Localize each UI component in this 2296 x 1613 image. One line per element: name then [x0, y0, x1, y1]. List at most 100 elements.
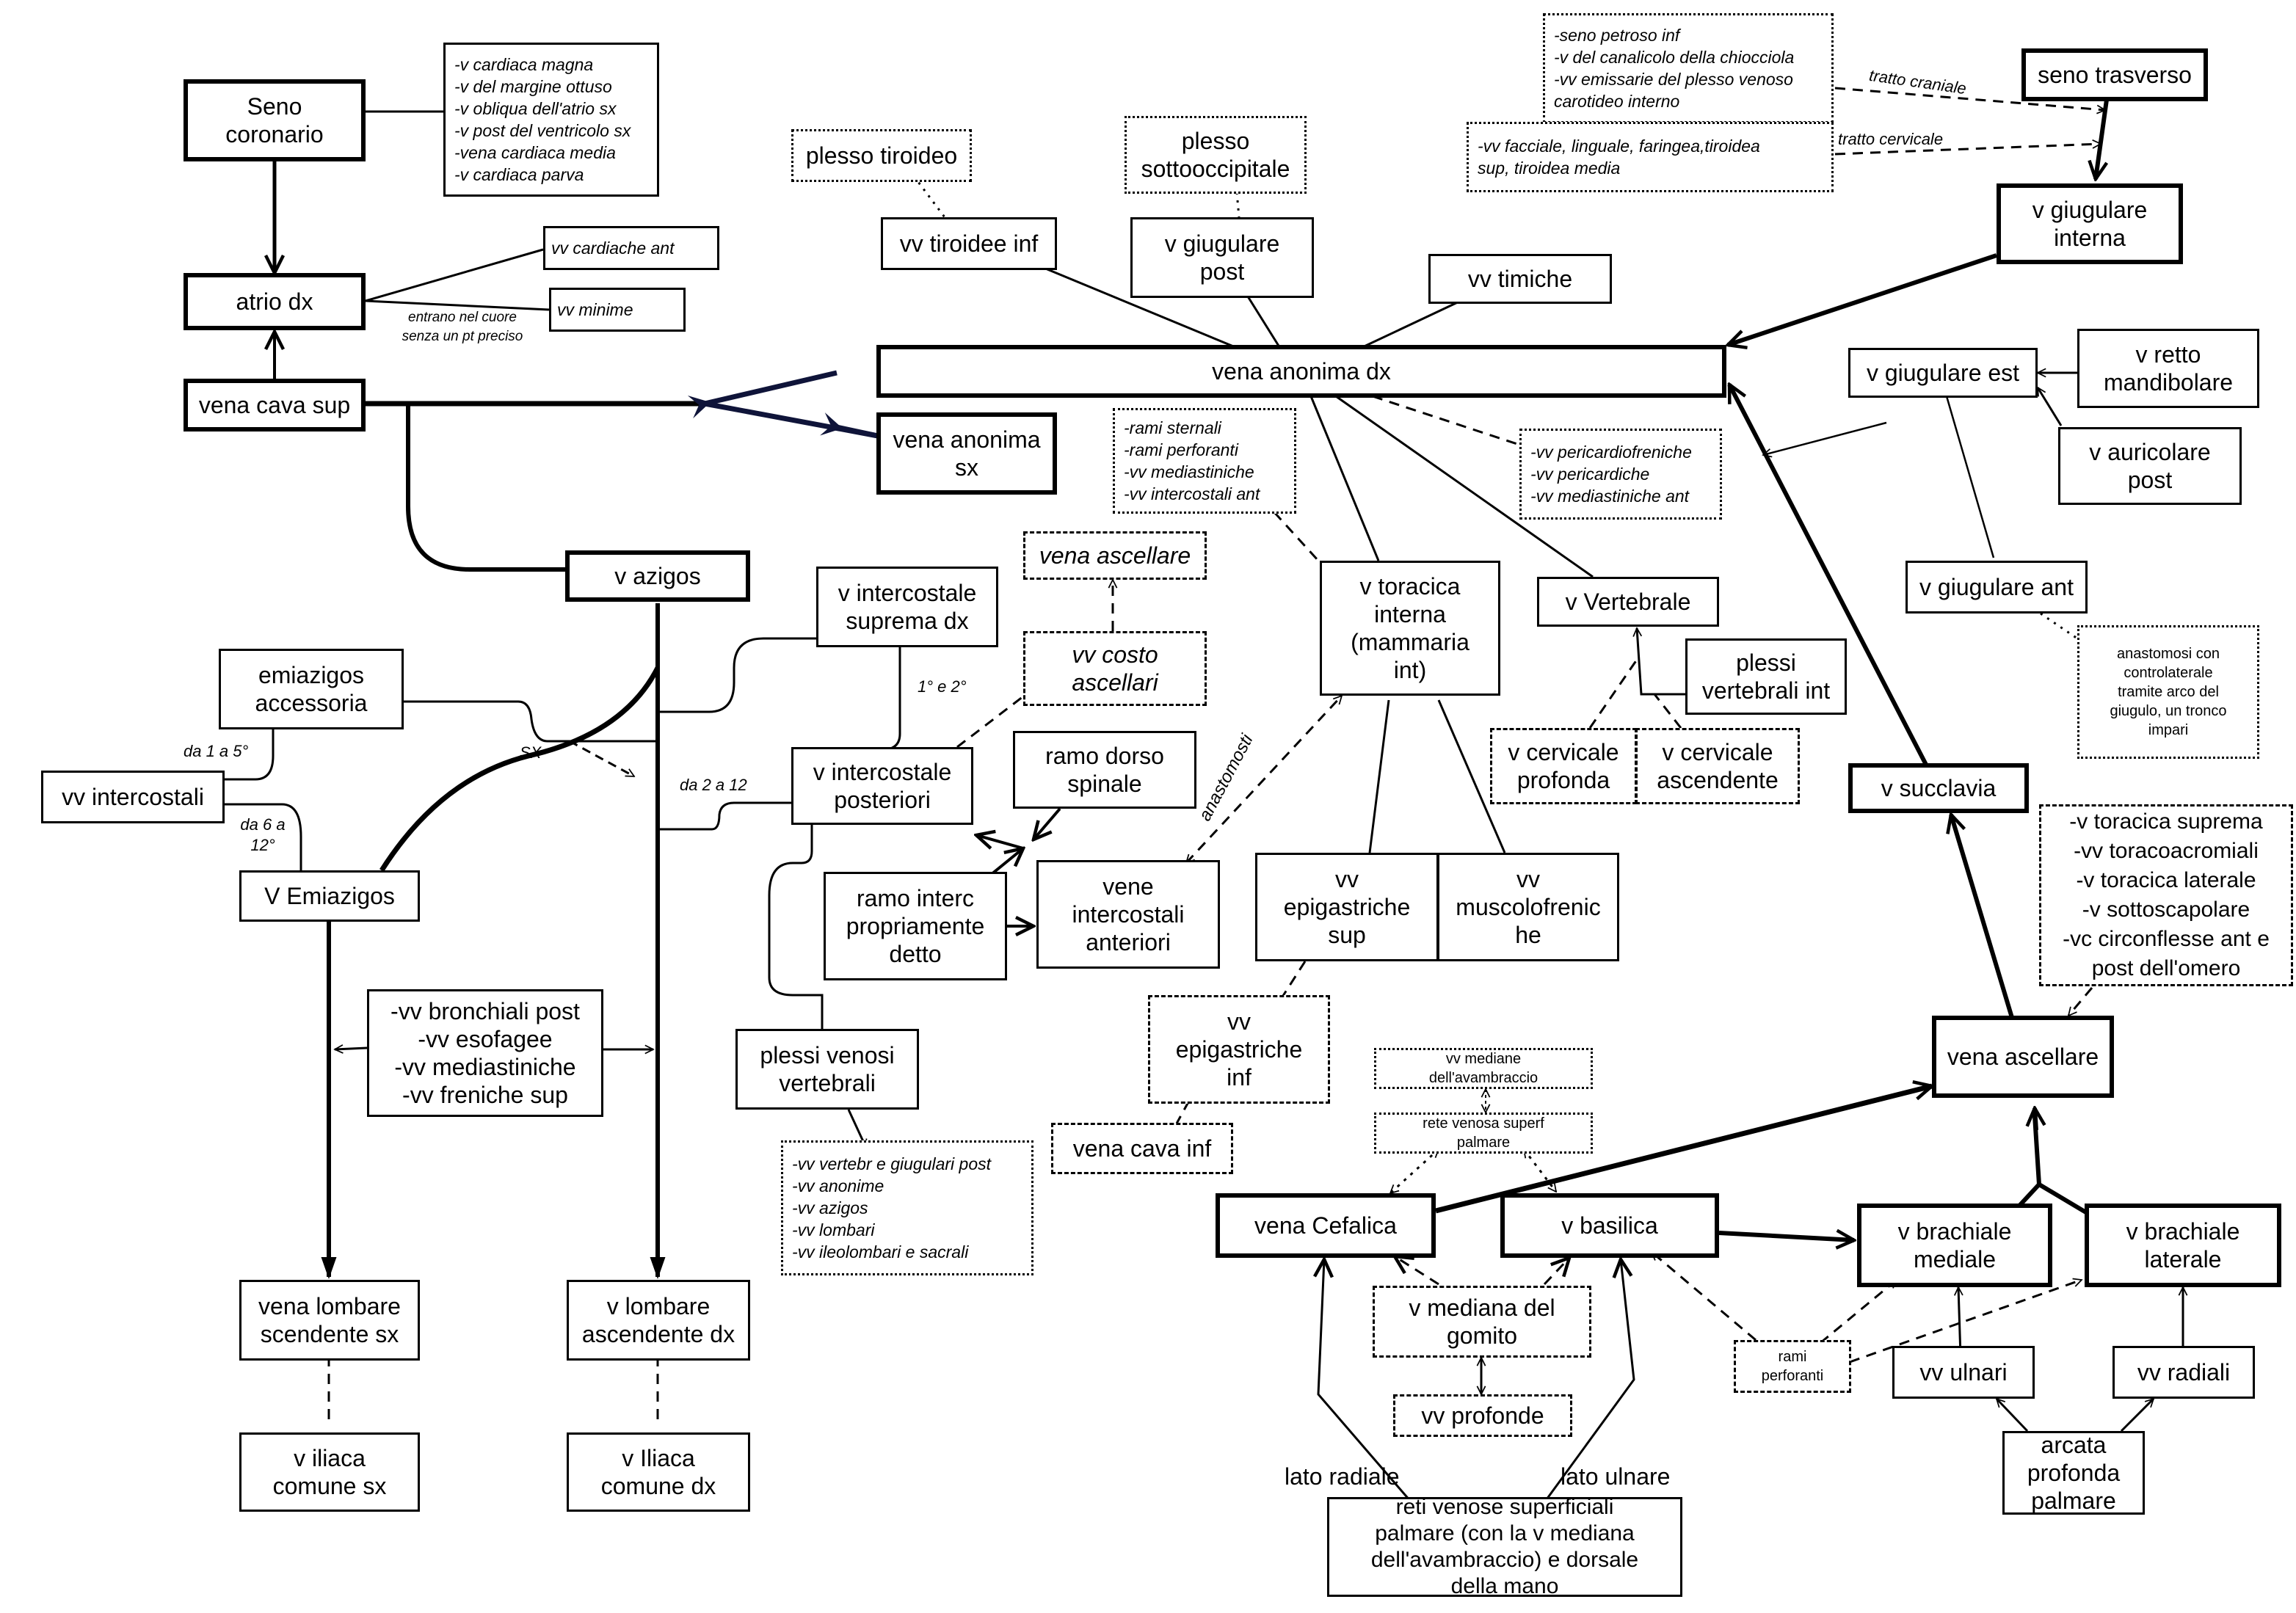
link-perforanti-basilica: [1652, 1252, 1756, 1341]
link-rete-basilica: [1522, 1149, 1558, 1192]
link-tributaries-ascellare: [2068, 987, 2093, 1016]
label-da-1-a-5: da 1 a 5°: [184, 742, 249, 760]
node-toracica-rami: -rami sternali -rami perforanti -vv medi…: [1113, 408, 1296, 514]
node-vena-anonima-dx: vena anonima dx: [876, 345, 1726, 398]
link-interc-emiaz: [225, 803, 302, 870]
link-cervicale: [1834, 144, 2101, 156]
link-cava-azigos: [406, 404, 567, 572]
node-v-giugulare-interna: v giugulare interna: [1997, 183, 2183, 264]
node-plesso-sottooccipitale: plesso sottooccipitale: [1125, 116, 1307, 194]
node-v-giugulare-est: v giugulare est: [1848, 348, 2038, 398]
label-da-6-a-12: da 6 a 12°: [240, 815, 286, 854]
link-ulnare: [1541, 1259, 1635, 1505]
node-v-vertebrale: v Vertebrale: [1537, 577, 1719, 627]
link-interc-emiazacc: [225, 685, 275, 781]
node-plesso-tiroideo: plesso tiroideo: [791, 129, 972, 182]
node-plessi-vertebrali-int: plessi vertebrali int: [1685, 638, 1847, 715]
link-plessivert-vertebrale: [1637, 628, 1685, 696]
node-cardiache-list: -v cardiaca magna -v del margine ottuso …: [443, 43, 659, 197]
node-vv-epigastriche-inf: vv epigastriche inf: [1148, 995, 1330, 1104]
link-junction-posteriori: [976, 835, 1024, 850]
link-azigos-suprema: [658, 637, 816, 713]
link-radiale: [1318, 1259, 1421, 1512]
link-giugest-giugant: [1945, 396, 1995, 558]
node-v-azigos: v azigos: [565, 550, 750, 602]
node-vv-tiroidee-inf: vv tiroidee inf: [881, 217, 1057, 270]
node-vena-ascellare: vena ascellare: [1932, 1016, 2114, 1098]
label-lato-radiale: lato radiale: [1285, 1463, 1400, 1490]
node-vena-anonima-sx: vena anonima sx: [876, 412, 1057, 495]
node-bronchiali-list: -vv bronchiali post -vv esofagee -vv med…: [367, 989, 603, 1117]
link-succlavia-anonima: [1727, 385, 1928, 766]
label-sx: SX: [520, 743, 542, 762]
link-giugint-anonima: [1728, 253, 1997, 345]
node-v-toracica-interna: v toracica interna (mammaria int): [1320, 561, 1500, 696]
link-auricolare-giugest: [2036, 387, 2063, 426]
link-perforanti-brachlat: [1849, 1280, 2082, 1363]
node-vena-lombare-sx: vena lombare scendente sx: [239, 1280, 420, 1361]
node-seno-trasverso: seno trasverso: [2021, 48, 2208, 101]
node-emiazigos-accessoria: emiazigos accessoria: [219, 649, 404, 729]
node-seno-coronario: Seno coronario: [184, 79, 366, 161]
link-emiazigosacc: [404, 700, 658, 743]
node-vv-timiche: vv timiche: [1428, 254, 1612, 304]
node-v-emiazigos: V Emiazigos: [239, 870, 420, 922]
node-vv-intercostali: vv intercostali: [41, 771, 225, 823]
label-da-2-a-12: da 2 a 12: [680, 776, 747, 794]
link-brachiali-arrowhead: [2035, 1108, 2036, 1131]
node-vv-minime: vv minime: [549, 288, 686, 332]
link-ascellare-succlavia: [1951, 815, 2015, 1021]
node-anastomosi-note: anastomosi con controlaterale tramite ar…: [2077, 625, 2259, 759]
link-epiginf-cavainf: [1171, 1100, 1191, 1131]
link-posteriori-costo: [956, 693, 1027, 749]
node-v-iliaca-dx: v Iliaca comune dx: [567, 1432, 750, 1512]
node-v-iliaca-sx: v iliaca comune sx: [239, 1432, 420, 1512]
node-cranial-list: -seno petroso inf -v del canalicolo dell…: [1543, 13, 1834, 123]
node-v-intercostale-posteriori: v intercostale posteriori: [791, 747, 973, 825]
link-posteriori-plessi: [768, 825, 824, 1029]
link-bronch-emiaz: [335, 1048, 368, 1049]
node-v-giugulare-ant: v giugulare ant: [1906, 561, 2088, 613]
node-vv-mediane-avambraccio: vv mediane dell'avambraccio: [1374, 1048, 1593, 1089]
link-plessosotto: [1235, 192, 1240, 218]
node-v-brachiale-laterale: v brachiale laterale: [2085, 1204, 2281, 1287]
node-v-cervicale-ascendente: v cervicale ascendente: [1635, 728, 1800, 804]
label-lato-ulnare: lato ulnare: [1561, 1463, 1671, 1490]
node-reti-venose: reti venose superficiali palmare (con la…: [1327, 1495, 1682, 1598]
node-v-cervicale-profonda: v cervicale profonda: [1490, 728, 1637, 804]
link-mediana-basilica: [1543, 1258, 1569, 1286]
link-toracica-epigsup: [1368, 699, 1390, 853]
node-v-giugulare-post: v giugulare post: [1130, 217, 1314, 298]
node-v-lombare-dx: v lombare ascendente dx: [567, 1280, 750, 1361]
link-toracica-muscolo: [1437, 699, 1506, 853]
node-rete-venosa-superf: rete venosa superf palmare: [1374, 1113, 1593, 1154]
link-anonimadx-cava: [687, 370, 838, 419]
link-giugest-anonima: [1763, 421, 1887, 455]
node-v-auricolare-post: v auricolare post: [2058, 427, 2242, 505]
link-timiche: [1357, 299, 1461, 351]
link-tiroidee: [1034, 263, 1241, 351]
link-giugpost: [1246, 296, 1282, 350]
node-pericardio-list: -vv pericardiofreniche -vv pericardiche …: [1519, 429, 1722, 520]
node-vena-cava-sup: vena cava sup: [184, 379, 366, 432]
link-perforanti-brachmed: [1820, 1280, 1897, 1344]
node-vene-intercostali-anteriori: vene intercostali anteriori: [1036, 860, 1220, 969]
node-plessi-venosi-vertebrali: plessi venosi vertebrali: [735, 1029, 919, 1110]
link-sx-dashed: [569, 740, 634, 778]
node-vv-ulnari: vv ulnari: [1892, 1346, 2035, 1399]
node-vv-profonde: vv profonde: [1393, 1394, 1572, 1437]
link-anonimasx-arrowhead: [820, 412, 879, 439]
link-cervasc-vert: [1653, 693, 1682, 729]
link-atrio-minime: [365, 299, 550, 311]
node-ascellare-tributaries: -v toracica suprema -vv toracoacromiali …: [2039, 804, 2293, 986]
node-vena-cava-inf: vena cava inf: [1051, 1123, 1233, 1174]
link-suprema-posteriori: [880, 646, 901, 751]
link-anonima-toracica: [1309, 396, 1380, 561]
link-anonima-vertebrale: [1335, 395, 1594, 578]
node-v-retto-mandibolare: v retto mandibolare: [2077, 329, 2259, 408]
node-vv-cardiache-ant: vv cardiache ant: [543, 226, 719, 270]
link-emiazigos-curve: [379, 666, 661, 872]
node-v-basilica: v basilica: [1500, 1193, 1719, 1258]
link-anastomosi: [1186, 696, 1342, 863]
link-arcata-radiali: [2120, 1399, 2154, 1432]
